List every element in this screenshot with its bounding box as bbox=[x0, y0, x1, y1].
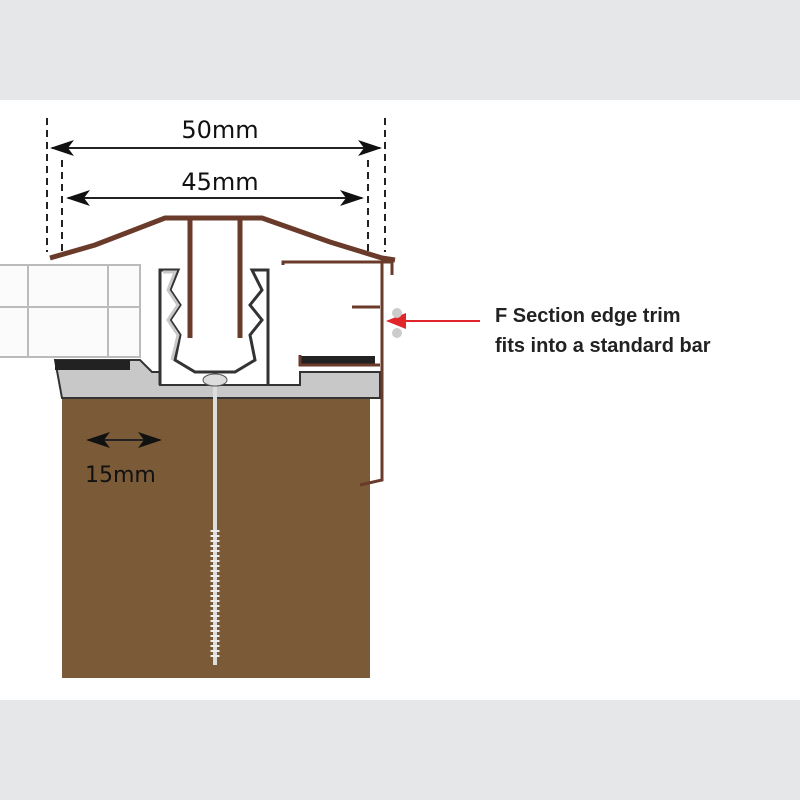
top-band bbox=[0, 0, 800, 100]
dimension-45mm: 45mm bbox=[181, 168, 258, 196]
dimension-lines bbox=[46, 118, 386, 448]
aluminium-base bbox=[53, 268, 381, 399]
screw bbox=[202, 373, 228, 665]
annotation-line-1: F Section edge trim bbox=[495, 305, 681, 327]
annotation-line-2: fits into a standard bar bbox=[495, 335, 711, 357]
polycarbonate-panel bbox=[0, 264, 141, 358]
dimension-15mm: 15mm bbox=[85, 463, 156, 488]
dimension-50mm: 50mm bbox=[181, 116, 258, 144]
top-cap bbox=[49, 215, 396, 338]
bottom-band bbox=[0, 700, 800, 800]
f-section-edge-trim bbox=[298, 262, 384, 487]
